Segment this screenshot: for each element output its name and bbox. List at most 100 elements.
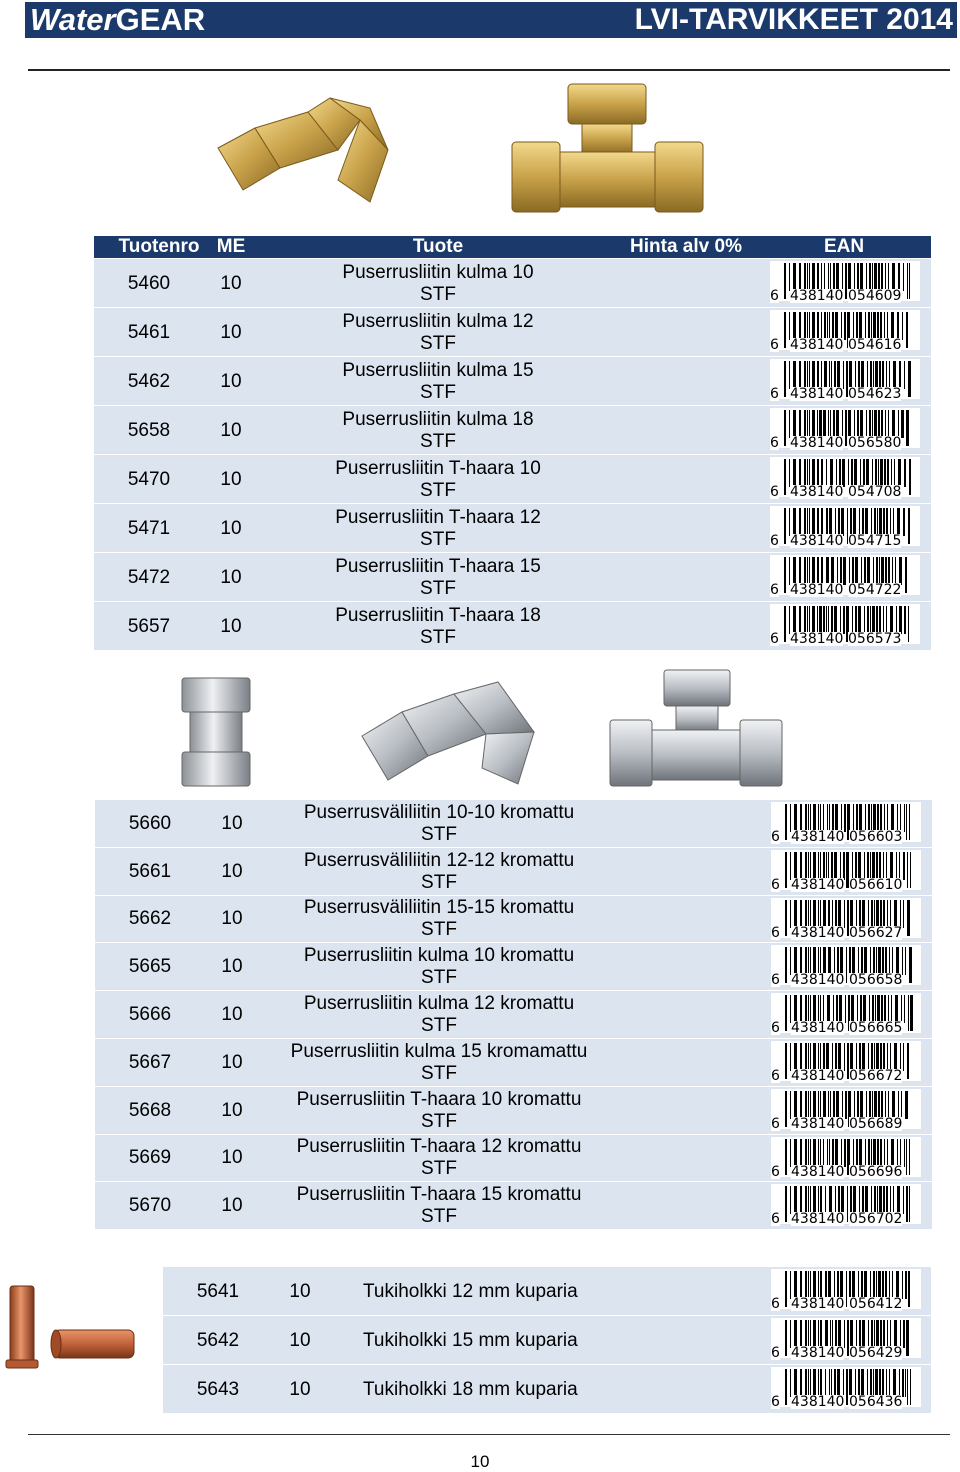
barcode-bar <box>859 1186 860 1215</box>
barcode-bar <box>903 1186 904 1215</box>
barcode-bar <box>860 263 863 291</box>
barcode-bar <box>818 804 819 832</box>
barcode-bar <box>876 606 878 634</box>
barcode-bar <box>886 361 887 389</box>
product-brand: STF <box>420 577 456 599</box>
barcode-bar <box>799 459 801 487</box>
barcode-bar <box>883 851 884 880</box>
product-name: Puserrusväliliitin 12-12 kromattu <box>303 849 575 871</box>
product-name: Tukiholkki 18 mm kuparia <box>363 1378 578 1400</box>
barcode-bar <box>857 995 858 1024</box>
barcode-bar <box>872 995 874 1024</box>
barcode-bar <box>885 947 887 976</box>
barcode-bar <box>831 361 832 389</box>
ean-digits-left: 438140 <box>790 386 844 402</box>
barcode-bar <box>900 899 901 928</box>
barcode-bar <box>799 263 801 291</box>
ean-lead-digit: 6 <box>771 1068 780 1084</box>
barcode-bar <box>867 361 868 389</box>
barcode-bar <box>810 899 811 928</box>
barcode-bar <box>906 312 908 348</box>
barcode-bar <box>804 312 806 340</box>
unit-quantity: 10 <box>220 419 242 441</box>
barcode-bar <box>832 1138 834 1167</box>
barcode-bar <box>876 557 878 585</box>
barcode-bar <box>869 410 871 438</box>
barcode-bar <box>860 459 861 487</box>
barcode-bar <box>846 1369 848 1405</box>
product-name: Puserrusliitin T-haara 10 <box>335 457 541 479</box>
barcode-bar <box>785 804 787 840</box>
product-name: Puserrusliitin kulma 18 <box>342 408 534 430</box>
barcode-bar <box>887 1138 888 1167</box>
barcode-bar <box>805 1138 807 1167</box>
barcode-bar <box>882 947 884 976</box>
barcode-bar <box>805 947 807 976</box>
catalog-title: LVI-TARVIKKEET 2014 <box>634 3 953 36</box>
barcode-bar <box>886 1186 888 1215</box>
barcode-bar <box>823 606 825 634</box>
unit-quantity: 10 <box>220 468 242 490</box>
barcode-bar <box>800 947 802 976</box>
barcode-bar <box>785 1369 787 1405</box>
barcode-bar <box>878 1271 881 1299</box>
barcode-bar <box>813 1090 816 1119</box>
barcode-bar <box>893 1369 896 1397</box>
barcode-bar <box>907 1369 908 1405</box>
barcode-bar <box>875 995 876 1024</box>
barcode-bar <box>799 508 801 536</box>
barcode-bar <box>880 1138 882 1167</box>
barcode-bar <box>902 1271 903 1299</box>
barcode-bar <box>800 1320 802 1348</box>
barcode-bar <box>904 459 906 487</box>
ean-digits-right: 056627 <box>849 924 903 941</box>
barcode-bar <box>808 1043 809 1071</box>
product-brand: STF <box>420 332 456 354</box>
barcode-bar <box>864 1271 867 1299</box>
barcode-bar <box>893 1186 894 1215</box>
barcode-bar <box>805 1320 807 1348</box>
barcode-bar <box>813 804 816 832</box>
barcode-bar <box>872 263 873 291</box>
barcode-bar <box>808 804 809 832</box>
barcode-bar <box>813 1320 816 1348</box>
barcode-bar <box>856 1320 857 1348</box>
ean-lead-digit: 6 <box>771 1020 780 1037</box>
barcode-bar <box>864 557 866 585</box>
barcode-bar <box>812 361 815 389</box>
barcode-bar <box>899 606 902 634</box>
barcode-bar <box>789 361 790 389</box>
barcode-bar <box>881 995 883 1024</box>
ean-digits-left: 438140 <box>791 829 845 845</box>
ean-digits-left: 438140 <box>791 972 845 989</box>
barcode-bar <box>859 1320 861 1348</box>
barcode-bar <box>834 1271 835 1299</box>
barcode-bar <box>858 947 859 976</box>
unit-quantity: 10 <box>221 1099 243 1121</box>
barcode-bar <box>891 459 892 487</box>
barcode-bar <box>823 995 824 1024</box>
barcode-bars <box>785 1090 908 1127</box>
barcode-bar <box>829 508 832 536</box>
barcode-bar <box>869 263 871 291</box>
ean-lead-digit: 6 <box>771 1345 780 1361</box>
barcode-bar <box>829 1369 830 1397</box>
barcode-bar <box>857 410 859 438</box>
barcode-bar <box>835 1138 838 1167</box>
ean-digits-left: 438140 <box>790 533 844 549</box>
product-name: Puserrusliitin T-haara 10 kromattu <box>296 1088 582 1110</box>
barcode-bar <box>809 410 810 438</box>
product-code: 5658 <box>127 419 171 441</box>
barcode-bar <box>894 1320 897 1348</box>
barcode-bar <box>812 263 815 291</box>
barcode-bar <box>867 1369 868 1397</box>
barcode-bar <box>818 851 819 880</box>
barcode-bar <box>799 606 801 634</box>
